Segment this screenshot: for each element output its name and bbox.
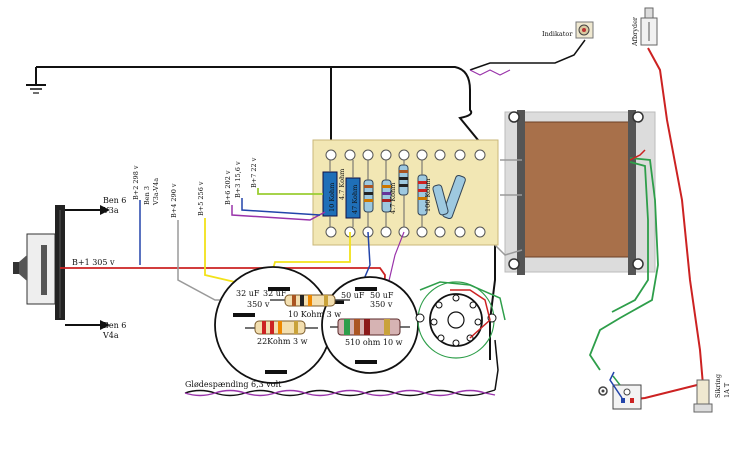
bplus7-wire [257, 188, 323, 195]
sikring-label-1: Sikring [714, 374, 722, 398]
resistor-10kohm [270, 294, 350, 307]
ground-symbol [26, 67, 46, 94]
power-transformer [504, 110, 656, 275]
board-capacitor-2 [345, 160, 361, 227]
purple-twist-mains [469, 69, 511, 76]
indikator-wire [469, 39, 586, 71]
resistor-22kohm [245, 320, 318, 335]
board-resistor-5 [442, 174, 466, 220]
mains-green-wire [612, 375, 621, 386]
bplus4-label: B+4 290 v [170, 183, 178, 218]
transformer-green-wires [588, 157, 659, 371]
cap4-voltage: 350 v [370, 300, 393, 309]
mains-red-wire [647, 47, 704, 386]
board-resistor-1 [363, 160, 374, 227]
cap3-label: 50 uF [341, 291, 365, 300]
bplus2-label: B+2 298 v [132, 165, 140, 200]
resistor-22kohm-label: 22Kohm 3 w [257, 337, 308, 346]
transformer-red-secondary [629, 149, 646, 161]
speaker-icon [13, 255, 27, 281]
rectifier-red-wire [450, 289, 491, 339]
sikring-fuse [693, 379, 713, 413]
board-label-r2: 4.7 Kohm [338, 169, 346, 200]
indikator-lamp [575, 21, 594, 39]
ben3-label-1: Ben 3 [143, 186, 151, 205]
board-label-r1: 10 Kohm [328, 183, 336, 212]
cap4-label: 50 uF [370, 291, 394, 300]
resistor-510ohm-label: 510 ohm 10 w [345, 338, 403, 347]
indikator-label: Indikator [542, 30, 573, 38]
ben3-label-2: V3a-V4a [152, 178, 160, 206]
output-transformer [26, 205, 65, 320]
heater-label: Glødespænding 6,3 volt [185, 380, 282, 389]
ben6-v4a-label-1: Ben 6 [103, 321, 126, 330]
cap1-label: 32 uF [236, 289, 260, 298]
heater-return [494, 339, 499, 391]
rectifier-tube-socket [415, 281, 497, 359]
ben6-v4a-label-2: V4a [102, 331, 119, 340]
board-label-r4: 4.7 Kohm [389, 183, 397, 214]
sikring-label-2: 1A T [723, 382, 731, 398]
bplus3-label: B+3 15,6 v [234, 161, 242, 198]
afbryder-switch [640, 7, 658, 46]
board-resistor-2 [381, 160, 392, 227]
bplus3-wire [241, 198, 321, 216]
ben6-v3a-arrow [100, 205, 110, 215]
ben6-v4a-arrow [100, 320, 110, 330]
bplus5-label: B+5 256 v [197, 181, 205, 216]
board-label-r3: 47 Kohm [351, 185, 359, 214]
bplus1-label: B+1 305 v [72, 258, 115, 267]
bplus6-label: B+6 202 v [224, 170, 232, 205]
bplus6-wire [231, 205, 326, 221]
mains-socket [598, 384, 642, 410]
bplus7-label: B+7 22 v [250, 157, 258, 188]
cap1-voltage: 350 v [247, 300, 270, 309]
board-label-r6: 100 Kohm [424, 179, 432, 212]
board-resistor-4 [417, 160, 428, 227]
cap2-label: 32 uF [263, 289, 287, 298]
afbryder-label: Afbryder [631, 16, 639, 47]
resistor-510ohm [330, 318, 410, 336]
ben6-v3a-label-2: V3a [102, 206, 119, 215]
mains-blue-wire [609, 371, 623, 399]
heater-wire-purple [184, 389, 496, 397]
board-resistor-6 [432, 184, 449, 216]
ben6-v3a-label-1: Ben 6 [103, 196, 126, 205]
resistor-10kohm-label: 10 Kohm 3 w [288, 310, 341, 319]
board-resistor-3 [398, 160, 409, 227]
rectifier-green-wire [419, 281, 506, 321]
